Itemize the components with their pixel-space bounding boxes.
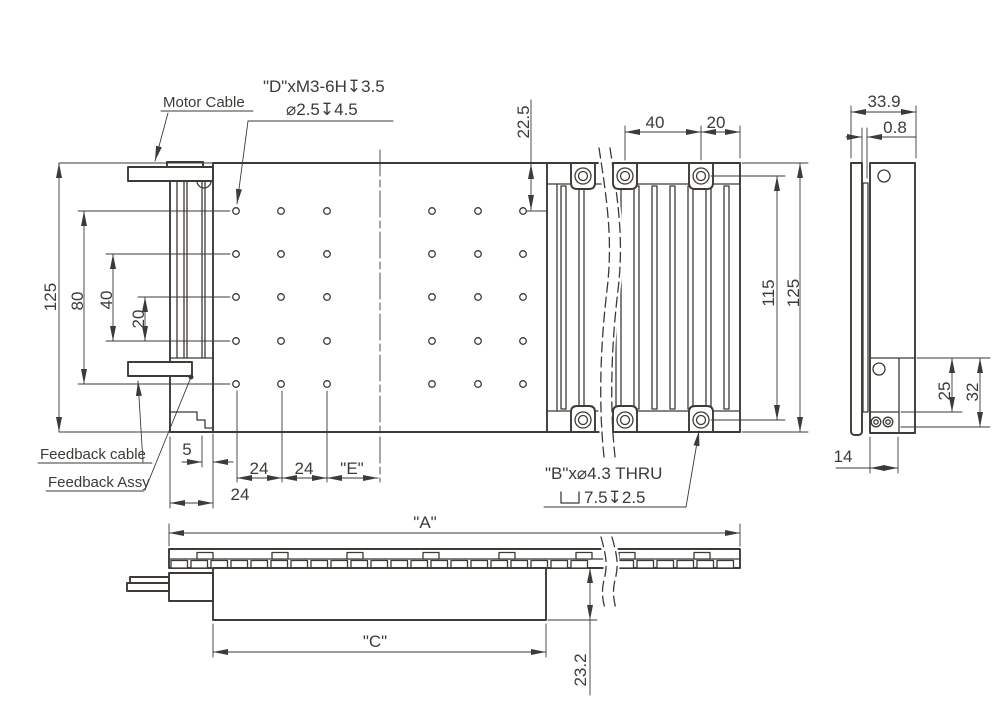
mounting-hole-grid <box>232 207 527 388</box>
dim-col-pitch-24b: 24 <box>295 459 314 478</box>
side-top-hole <box>877 169 891 183</box>
side-carriage-body <box>869 162 916 434</box>
plan-dimensions: 125 80 40 20 22.5 40 20 115 125 5 24 24 … <box>41 99 809 509</box>
dim-col-gap-e: "E" <box>340 459 363 478</box>
rail-teeth <box>170 559 735 569</box>
dim-block-width-14: 14 <box>834 447 853 466</box>
magnet-track <box>546 146 741 458</box>
dim-carriage-length-c: "C" <box>363 632 387 651</box>
dim-sub-height-25: 25 <box>935 382 954 401</box>
motor-assembly <box>127 161 214 433</box>
feedback-assy-label: Feedback Assy <box>48 474 150 491</box>
dim-top-offset-22-5: 22.5 <box>514 105 533 138</box>
front-dimensions: "A" "C" 23.2 <box>168 513 741 696</box>
dim-edge-offset-5: 5 <box>182 440 191 459</box>
dim-ear-end-20: 20 <box>707 113 726 132</box>
dim-col-pitch-24a: 24 <box>250 459 269 478</box>
dim-depth-33-9: 33.9 <box>867 92 900 111</box>
dim-row-pitch-20: 20 <box>129 310 148 329</box>
carriage-plate-outline <box>212 162 741 433</box>
thread-note-line2: ⌀2.5↧4.5 <box>286 100 358 119</box>
track-mounting-ears <box>570 162 714 433</box>
dim-rows-80: 80 <box>68 292 87 311</box>
hole-note-line2: 7.5↧2.5 <box>584 488 646 507</box>
dim-track-overall-125: 125 <box>784 279 803 307</box>
rail-tabs <box>196 551 711 560</box>
side-screws <box>870 416 894 428</box>
dim-overall-125: 125 <box>41 283 60 311</box>
rail <box>168 548 741 569</box>
counterbore-icon <box>560 491 580 504</box>
front-view: "A" "C" 23.2 <box>126 513 741 696</box>
dim-height-23-2: 23.2 <box>571 653 590 686</box>
dim-rows-40: 40 <box>97 291 116 310</box>
feedback-assy-block <box>169 411 214 429</box>
side-dimensions: 33.9 0.8 25 32 14 <box>834 92 991 474</box>
side-view: 33.9 0.8 25 32 14 <box>834 92 991 474</box>
plan-view: 125 80 40 20 22.5 40 20 115 125 5 24 24 … <box>37 77 809 509</box>
thread-note-line1: "D"xM3-6H↧3.5 <box>263 77 385 96</box>
dim-overall-length-a: "A" <box>413 513 436 532</box>
dim-track-holes-115: 115 <box>759 279 778 306</box>
front-carriage-block <box>212 567 547 621</box>
track-fins <box>560 185 730 410</box>
side-block-hole <box>872 362 886 376</box>
side-track-plate <box>850 162 863 436</box>
dim-motor-width-24: 24 <box>231 485 250 504</box>
feedback-cable-bracket <box>127 361 193 377</box>
motor-cable-label: Motor Cable <box>163 94 245 111</box>
dim-block-height-32: 32 <box>963 383 982 402</box>
plan-labels: Motor Cable "D"xM3-6H↧3.5 ⌀2.5↧4.5 Feedb… <box>37 77 700 508</box>
side-thin-plate <box>862 182 869 413</box>
break-line-front <box>598 534 620 611</box>
hole-note-line1: "B"x⌀4.3 THRU <box>545 464 662 483</box>
break-line-track <box>596 146 623 458</box>
front-motor-block <box>126 572 214 602</box>
dim-ear-pitch-40: 40 <box>646 113 665 132</box>
dim-plate-gap-0-8: 0.8 <box>883 118 907 137</box>
feedback-cable-label: Feedback cable <box>40 446 146 463</box>
